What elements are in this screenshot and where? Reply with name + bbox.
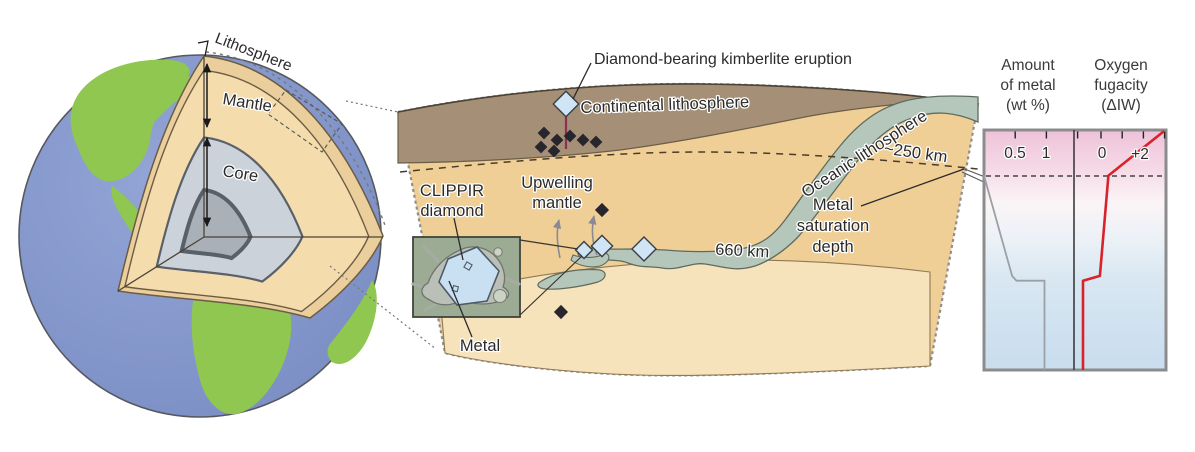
diamond-inclusion <box>451 284 460 293</box>
metal-title-line1: Amount <box>1001 57 1055 74</box>
depth-660-label: 660 km <box>715 241 770 262</box>
depth-250-dashed-line <box>399 151 979 173</box>
metal-saturation-line1: Metal <box>813 196 853 214</box>
depth-charts-panel: 0.5 1 0 +2 Amount of metal (wt %) Oxygen… <box>982 56 1168 372</box>
charts-background <box>982 128 1168 372</box>
metal-saturation-leader <box>860 168 965 207</box>
slab-tip-remnant <box>570 252 610 268</box>
mantle-cross-section: Diamond-bearing kimberlite eruption Cont… <box>396 50 987 377</box>
clippir-line2: diamond <box>420 202 483 220</box>
upwelling-arrow <box>552 218 562 259</box>
connector-lines <box>329 100 437 350</box>
diamond-icon <box>594 202 610 218</box>
fugacity-title-line3: (ΔIW) <box>1101 97 1141 114</box>
globe-cutaway <box>117 55 384 319</box>
surface-line <box>397 83 941 113</box>
inset-pale-blob <box>493 289 507 303</box>
metal-saturation-line3: depth <box>812 238 853 256</box>
continent-edge-right <box>327 280 377 364</box>
magnified-region-box <box>267 89 343 153</box>
connector-top <box>345 100 399 113</box>
metal-saturation-line2: saturation <box>797 217 869 235</box>
stray-diamonds <box>553 202 610 320</box>
clippir-leader <box>453 217 464 261</box>
metal-title-line3: (wt %) <box>1006 97 1050 114</box>
slab-detached-blob <box>537 268 606 290</box>
diamond-icon <box>630 235 658 263</box>
metal-tick-1: 1 <box>1042 145 1051 162</box>
surface-diamond-icon <box>552 90 580 118</box>
fugacity-title-line1: Oxygen <box>1094 57 1147 74</box>
metal-chart-title: Amount of metal (wt %) <box>999 56 1057 116</box>
upwelling-arrows <box>552 214 598 259</box>
panel-link-line <box>961 171 987 184</box>
metal-leader <box>448 280 473 338</box>
fugacity-title-line2: fugacity <box>1094 77 1148 94</box>
clippir-diamond-label: CLIPPIR diamond <box>419 181 486 222</box>
clippir-line1: CLIPPIR <box>420 182 484 200</box>
lithosphere-thickness-tick <box>197 40 209 57</box>
metal-label: Metal <box>460 337 500 355</box>
oxygen-fugacity-line <box>1081 129 1166 370</box>
upwelling-arrow <box>588 214 598 256</box>
diamond-icon <box>590 234 614 258</box>
fugacity-tick-0: 0 <box>1098 145 1107 162</box>
fugacity-chart-title: Oxygen fugacity (ΔIW) <box>1093 56 1149 116</box>
leader-lines <box>448 62 987 338</box>
clippir-inset-box <box>411 236 583 318</box>
upwelling-line2: mantle <box>532 194 582 212</box>
kimberlite-leader <box>572 62 592 100</box>
diamond-inclusion <box>463 261 473 271</box>
cutaway-inner-core <box>182 190 251 258</box>
metal-tick-05: 0.5 <box>1004 145 1026 162</box>
diamond-icon <box>553 304 569 320</box>
diamond-icon <box>574 240 594 260</box>
metal-content-line <box>983 175 1046 370</box>
inset-pale-blob <box>493 247 503 257</box>
metal-saturation-label: Metal saturation depth <box>796 195 871 258</box>
upwelling-line1: Upwelling <box>521 174 593 192</box>
panel-link-line <box>961 167 986 178</box>
continent-north-america <box>70 59 196 182</box>
metal-title-line2: of metal <box>1000 77 1055 94</box>
chart-dynamic-layer <box>983 129 1166 370</box>
kimberlite-label: Diamond-bearing kimberlite eruption <box>594 51 852 68</box>
earth-globe: Lithosphere Mantle Core <box>18 29 387 418</box>
magnifier-lines <box>519 239 583 316</box>
upwelling-mantle-label: Upwelling mantle <box>520 173 594 214</box>
clippir-diamonds-at-slab <box>574 234 658 263</box>
core-label: Core <box>221 162 259 185</box>
fugacity-tick-plus2: +2 <box>1131 146 1149 163</box>
